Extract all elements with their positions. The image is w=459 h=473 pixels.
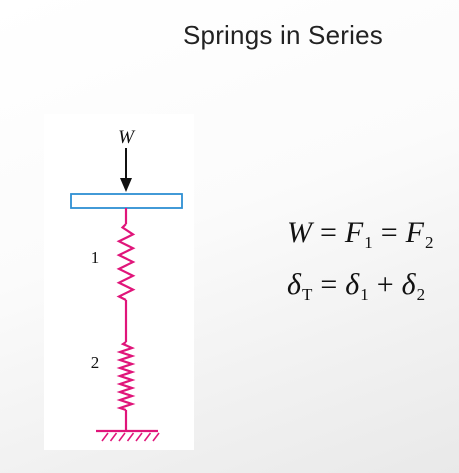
- load-label: W: [118, 127, 136, 148]
- eq2-term-1-subscript: 1: [360, 285, 369, 304]
- eq2-equals: =: [320, 268, 338, 301]
- ground-hatch: [143, 432, 152, 442]
- load-arrow: [120, 148, 132, 192]
- eq1-term-1: F1: [344, 216, 373, 252]
- load-plate: [70, 193, 183, 209]
- spring-2: [116, 341, 136, 412]
- eq2-lhs: δT: [287, 268, 313, 304]
- eq2-lhs-symbol: δ: [287, 268, 301, 301]
- eq2-term-1: δ1: [345, 268, 369, 304]
- eq1-term-2: F2: [405, 216, 434, 252]
- ground-hatch: [126, 432, 135, 442]
- ground-hatch: [135, 432, 143, 442]
- ground-hatch: [109, 432, 118, 442]
- eq1-equals-2: =: [380, 216, 398, 249]
- eq2-lhs-subscript: T: [301, 285, 313, 304]
- spring-label-2: 2: [91, 353, 100, 372]
- eq1-term-2-subscript: 2: [425, 233, 434, 252]
- eq1-term-2-symbol: F: [405, 216, 424, 249]
- series-springs: [116, 208, 136, 431]
- eq2-term-2-symbol: δ: [401, 268, 416, 301]
- eq1-lhs: W: [287, 216, 312, 249]
- equation-force: W=F1=F2: [287, 212, 434, 264]
- equation-deflection: δT=δ1+δ2: [287, 264, 434, 316]
- spring-label-1: 1: [91, 248, 100, 267]
- spring-1: [116, 223, 136, 301]
- eq1-equals-1: =: [320, 216, 337, 249]
- eq2-plus: +: [376, 268, 394, 301]
- eq1-term-1-symbol: F: [344, 216, 364, 249]
- ground-hatching: [101, 432, 160, 442]
- spring-diagram: W 1 2: [44, 114, 194, 450]
- equations: W=F1=F2 δT=δ1+δ2: [287, 212, 434, 316]
- ground-hatch: [101, 432, 109, 442]
- spring-diagram-svg: W 1 2: [70, 127, 183, 442]
- load-arrow-head: [120, 178, 132, 192]
- ground-hatch: [118, 432, 126, 442]
- ground-support: [96, 429, 160, 442]
- eq2-term-1-symbol: δ: [345, 268, 360, 301]
- slide-title: Springs in Series: [183, 20, 383, 50]
- eq1-term-1-subscript: 1: [364, 233, 373, 252]
- ground-hatch: [152, 432, 160, 442]
- eq2-term-2-subscript: 2: [416, 285, 426, 304]
- eq2-term-2: δ2: [401, 268, 426, 304]
